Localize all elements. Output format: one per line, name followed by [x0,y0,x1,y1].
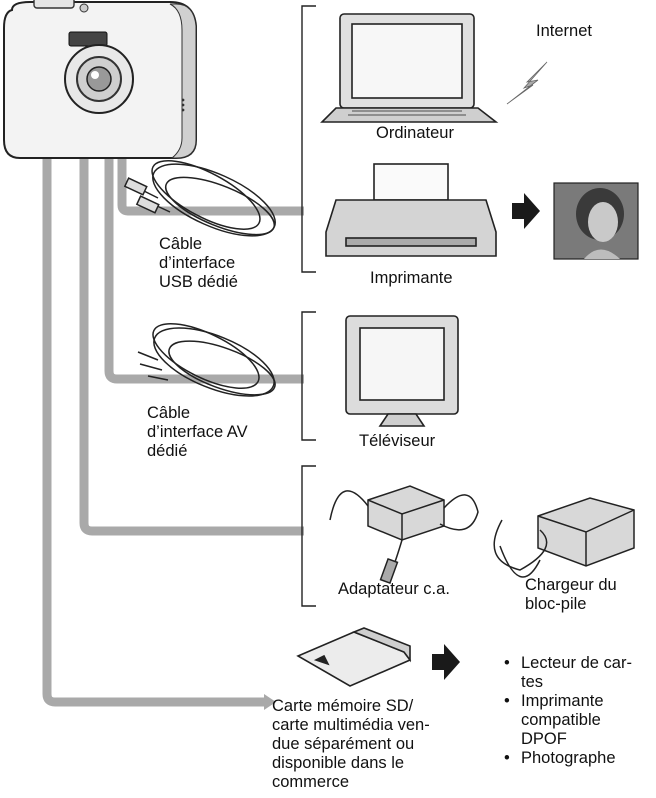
connector-usb [117,150,304,216]
ac-adapter-illustration [329,485,479,585]
connector-adapter [79,150,304,536]
laptop-illustration [320,13,499,123]
usb-cable-illustration [123,160,276,237]
label-carte: Carte mémoire SD/ carte multimédia ven- … [272,697,430,791]
bracket-tv [301,311,316,441]
label-chargeur: Chargeur du bloc-pile [525,576,617,613]
label-televiseur: Téléviseur [359,432,436,450]
list-item: Lecteur de car- tes [502,654,652,692]
connector-av [104,150,304,384]
bracket-power [301,465,316,607]
av-cable-illustration [137,323,276,397]
arrow-right-icon-card [432,644,460,680]
arrow-right-icon [512,193,540,229]
photo-illustration [553,182,639,260]
label-adaptateur: Adaptateur c.a. [338,580,450,598]
printer-illustration [325,163,497,257]
list-item: Photographe [502,749,652,768]
charger-illustration [493,497,635,578]
label-ordinateur: Ordinateur [376,124,454,142]
bracket-computers [301,5,316,273]
label-cable-usb: Câble d’interface USB dédié [159,235,238,291]
label-cable-av: Câble d’interface AV dédié [147,404,248,460]
list-item: Imprimante compatible DPOF [502,692,652,749]
connector-card [42,150,268,707]
compatible-devices-list: Lecteur de car- tes Imprimante compatibl… [502,654,652,768]
label-imprimante: Imprimante [370,269,453,287]
tv-illustration [345,315,459,427]
label-internet: Internet [536,22,592,40]
lightning-icon [506,61,548,105]
camera-illustration [3,0,197,159]
arrow-head-card [264,694,276,710]
sd-card-illustration [296,627,412,687]
